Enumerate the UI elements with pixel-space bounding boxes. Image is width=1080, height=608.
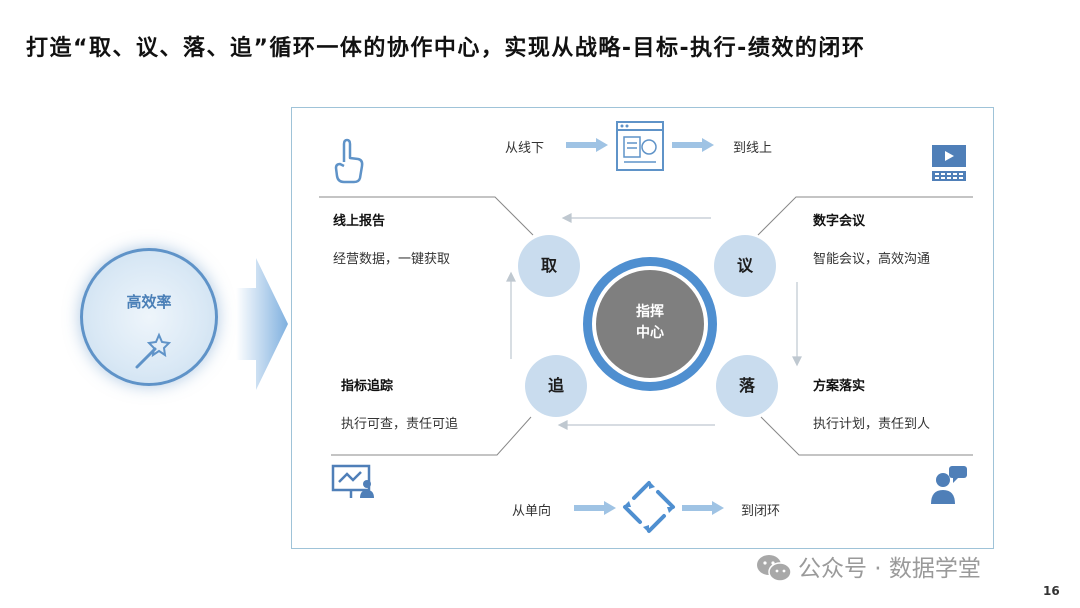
cycle-arrows-icon [623,481,675,533]
block-title-digital-meeting: 数字会议 [813,214,866,229]
diagram-frame [291,107,994,549]
presentation-icon [331,464,374,498]
top-flow-arrow-right [672,138,714,152]
block-title-plan-execution: 方案落实 [813,379,866,394]
top-flow-to: 到线上 [733,141,773,156]
block-desc-online-report: 经营数据，一键获取 [333,252,451,267]
magic-wand-icon [135,332,172,369]
block-desc-plan-execution: 执行计划，责任到人 [813,417,931,432]
command-center-label: 指挥 中心 [596,302,704,344]
node-zhui: 追 [525,355,587,417]
block-desc-digital-meeting: 智能会议，高效沟通 [813,252,931,267]
watermark-text: 公众号 · 数据学堂 [798,556,981,582]
slide-title: 打造“取、议、落、追”循环一体的协作中心，实现从战略-目标-执行-绩效的闭环 [26,36,866,61]
bottom-flow-from: 从单向 [512,504,552,519]
efficiency-circle: 高效率 [80,248,218,386]
online-document-icon [616,121,664,171]
wechat-icon [757,555,792,582]
hand-pointer-icon [334,138,364,184]
block-desc-kpi-tracking: 执行可查，责任可追 [341,417,459,432]
user-chat-icon [931,466,967,504]
top-flow-from: 从线下 [505,141,545,156]
efficiency-label: 高效率 [126,293,172,311]
node-luo: 落 [716,355,778,417]
page-number: 16 [1043,584,1060,598]
block-title-kpi-tracking: 指标追踪 [341,379,394,394]
node-yi: 议 [714,235,776,297]
big-right-arrow [236,258,288,390]
bottom-flow-arrow-right [682,501,724,515]
bottom-flow-arrow-left [574,501,616,515]
connector-lines [319,196,973,456]
block-title-online-report: 线上报告 [333,214,386,229]
command-center-line1: 指挥 [636,304,664,320]
command-center-line2: 中心 [636,325,664,341]
computer-icon [932,145,966,181]
top-flow-arrow-left [566,138,608,152]
bottom-flow-to: 到闭环 [741,504,781,519]
command-center-core [596,270,704,378]
node-qu: 取 [518,235,580,297]
